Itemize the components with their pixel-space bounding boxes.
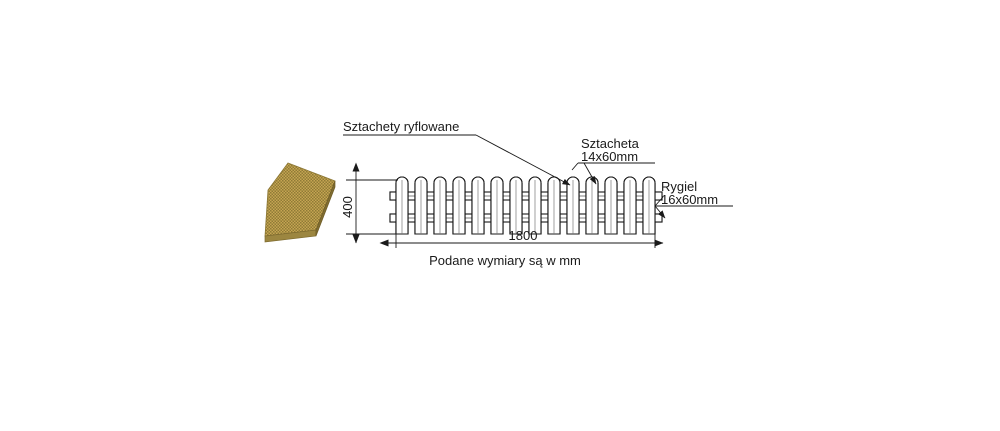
dimension-height-400 [346, 162, 398, 244]
rail-tab-left-lower [389, 213, 397, 223]
rail-tab-left-upper [389, 191, 397, 201]
board-side-edge [315, 180, 336, 237]
leader-line [654, 205, 666, 219]
rail-gap-segments [390, 191, 662, 223]
ribbed-board-3d [264, 162, 336, 243]
leader-elbow [654, 196, 664, 207]
picket-rifle-lines-top [401, 180, 650, 234]
fence-rails [389, 191, 663, 223]
label-rygiel-line1: Rygiel [661, 179, 697, 194]
dimension-400-label: 400 [340, 196, 355, 218]
label-rygiel-line2: 16x60mm [661, 192, 718, 207]
units-caption: Podane wymiary są w mm [429, 253, 581, 268]
leader-line [475, 134, 571, 186]
label-sztacheta-line1: Sztacheta [581, 136, 640, 151]
leader-line [583, 162, 597, 185]
leader-rail-size [654, 196, 733, 219]
pickets-overlay [395, 176, 656, 235]
rail-end-tabs [389, 191, 663, 223]
leader-elbow [571, 162, 579, 171]
dimension-1800-label: 1800 [509, 228, 538, 243]
label-sztachety-ryflowane: Sztachety ryflowane [343, 119, 459, 134]
board-top-face [264, 162, 336, 237]
leader-picket-profile [343, 134, 571, 186]
dimension-width-1800 [379, 234, 664, 248]
rail-tab-right-lower [654, 213, 663, 223]
label-sztacheta-line2: 14x60mm [581, 149, 638, 164]
leader-picket-size [571, 162, 655, 185]
